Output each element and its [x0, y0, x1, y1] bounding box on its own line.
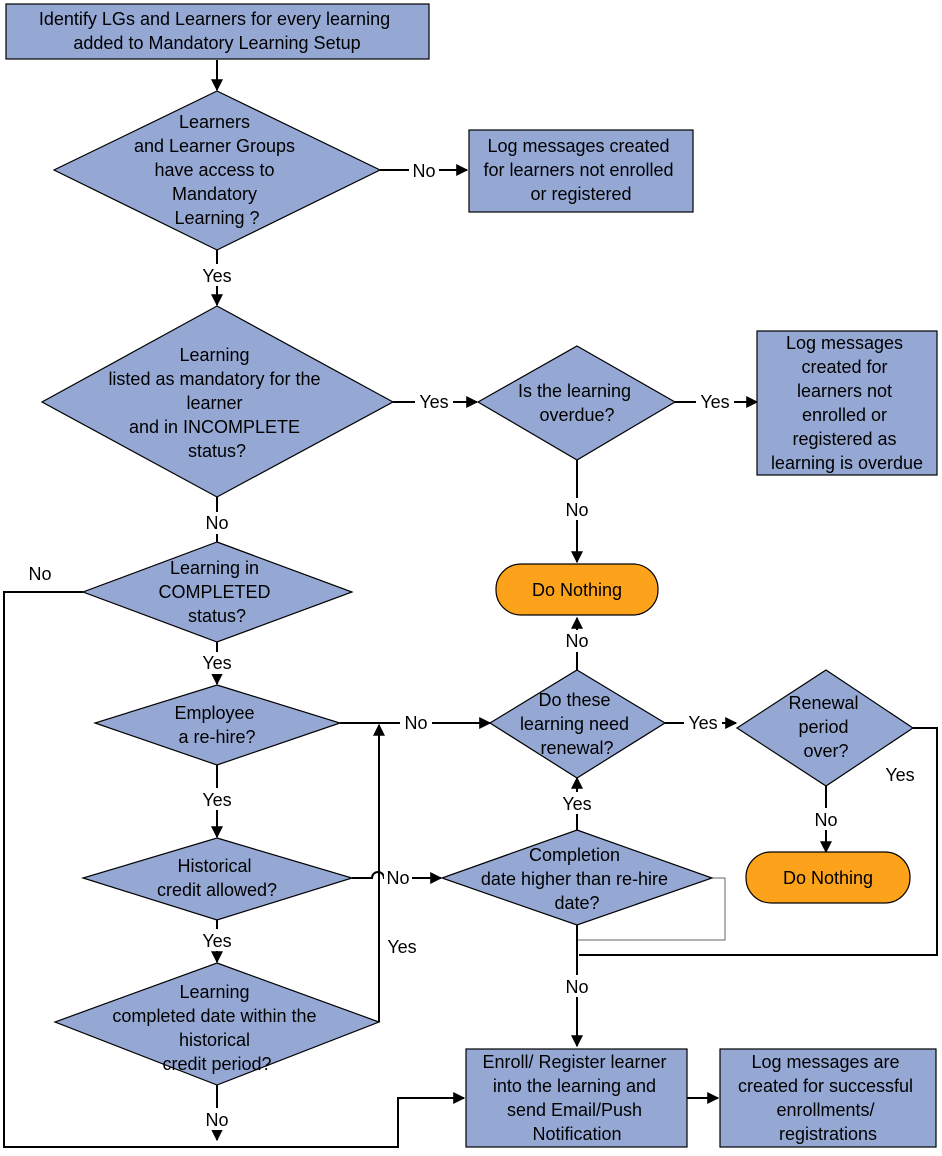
access-label: Learners and Learner Groups have access …	[134, 112, 300, 228]
edge-label-within-no: No	[205, 1110, 228, 1130]
do-nothing-1-terminal	[495, 563, 659, 616]
renewal-label: Do these learning need renewal?	[520, 690, 634, 758]
edge-label-rehire-no: No	[404, 713, 427, 733]
edge-label-completion-yes: Yes	[562, 794, 591, 814]
edge-label-completed-yes: Yes	[202, 653, 231, 673]
edge-label-completed-no: No	[28, 564, 51, 584]
historical-label: Historical credit allowed?	[157, 856, 277, 900]
log-success-box	[719, 1048, 937, 1148]
completion-date-decision	[440, 829, 714, 926]
completion-date-label: Completion date higher than re-hire date…	[481, 845, 673, 913]
completed-decision	[81, 541, 354, 643]
do-nothing-1-label: Do Nothing	[532, 580, 622, 600]
edge-label-mandatory-no: No	[205, 513, 228, 533]
overdue-label: Is the learning overdue?	[518, 381, 636, 425]
rehire-decision	[93, 684, 342, 766]
renewal-decision	[488, 669, 667, 779]
start-label: Identify LGs and Learners for every lear…	[39, 9, 395, 53]
log-success-label: Log messages are created for successful …	[738, 1052, 918, 1144]
edge-label-renewal-no: No	[565, 631, 588, 651]
edge-label-merge-no: No	[565, 977, 588, 997]
do-nothing-2-label: Do Nothing	[783, 868, 873, 888]
access-decision	[52, 90, 382, 251]
mandatory-label: Learning listed as mandatory for the lea…	[108, 345, 325, 461]
edge-label-overdue-no: No	[565, 500, 588, 520]
historical-decision	[80, 837, 355, 921]
overdue-decision	[476, 345, 677, 461]
edge-label-renewal-yes: Yes	[688, 713, 717, 733]
edge-label-mandatory-yes: Yes	[419, 392, 448, 412]
connectors	[3, 60, 938, 1148]
enroll-box	[465, 1048, 688, 1148]
node-labels: Identify LGs and Learners for every lear…	[39, 9, 923, 1144]
edge-labels: No Yes Yes Yes No No No Yes No No Yes Ye…	[28, 160, 915, 1130]
log-overdue-label: Log messages created for learners not en…	[771, 333, 923, 473]
shapes	[5, 3, 938, 1148]
edge-label-access-yes: Yes	[202, 266, 231, 286]
renewal-over-decision	[735, 669, 915, 787]
renewal-over-label: Renewal period over?	[788, 693, 863, 761]
log-not-enrolled-box	[468, 129, 694, 213]
edge-completed-no	[3, 591, 466, 1148]
edge-label-renewal-over-no: No	[814, 810, 837, 830]
edge-renewalover-yes	[579, 727, 938, 956]
within-period-decision	[53, 962, 381, 1086]
edge-label-historical-no: No	[386, 868, 409, 888]
edge-label-historical-yes: Yes	[202, 931, 231, 951]
log-not-enrolled-label: Log messages created for learners not en…	[483, 136, 678, 204]
rehire-label: Employee a re-hire?	[174, 703, 259, 747]
within-period-label: Learning completed date within the histo…	[112, 982, 321, 1074]
edge-label-access-no: No	[412, 161, 435, 181]
edge-completion-loop	[577, 877, 726, 941]
mandatory-decision	[40, 305, 395, 498]
log-overdue-box	[756, 330, 938, 476]
edge-label-renewal-over-yes: Yes	[885, 765, 914, 785]
edge-label-rehire-yes: Yes	[202, 790, 231, 810]
completed-label: Learning in COMPLETED status?	[158, 558, 275, 626]
edge-label-within-yes: Yes	[387, 937, 416, 957]
enroll-label: Enroll/ Register learner into the learni…	[482, 1052, 671, 1144]
start-box	[5, 3, 430, 60]
edge-label-overdue-yes: Yes	[700, 392, 729, 412]
do-nothing-2-terminal	[745, 851, 911, 904]
